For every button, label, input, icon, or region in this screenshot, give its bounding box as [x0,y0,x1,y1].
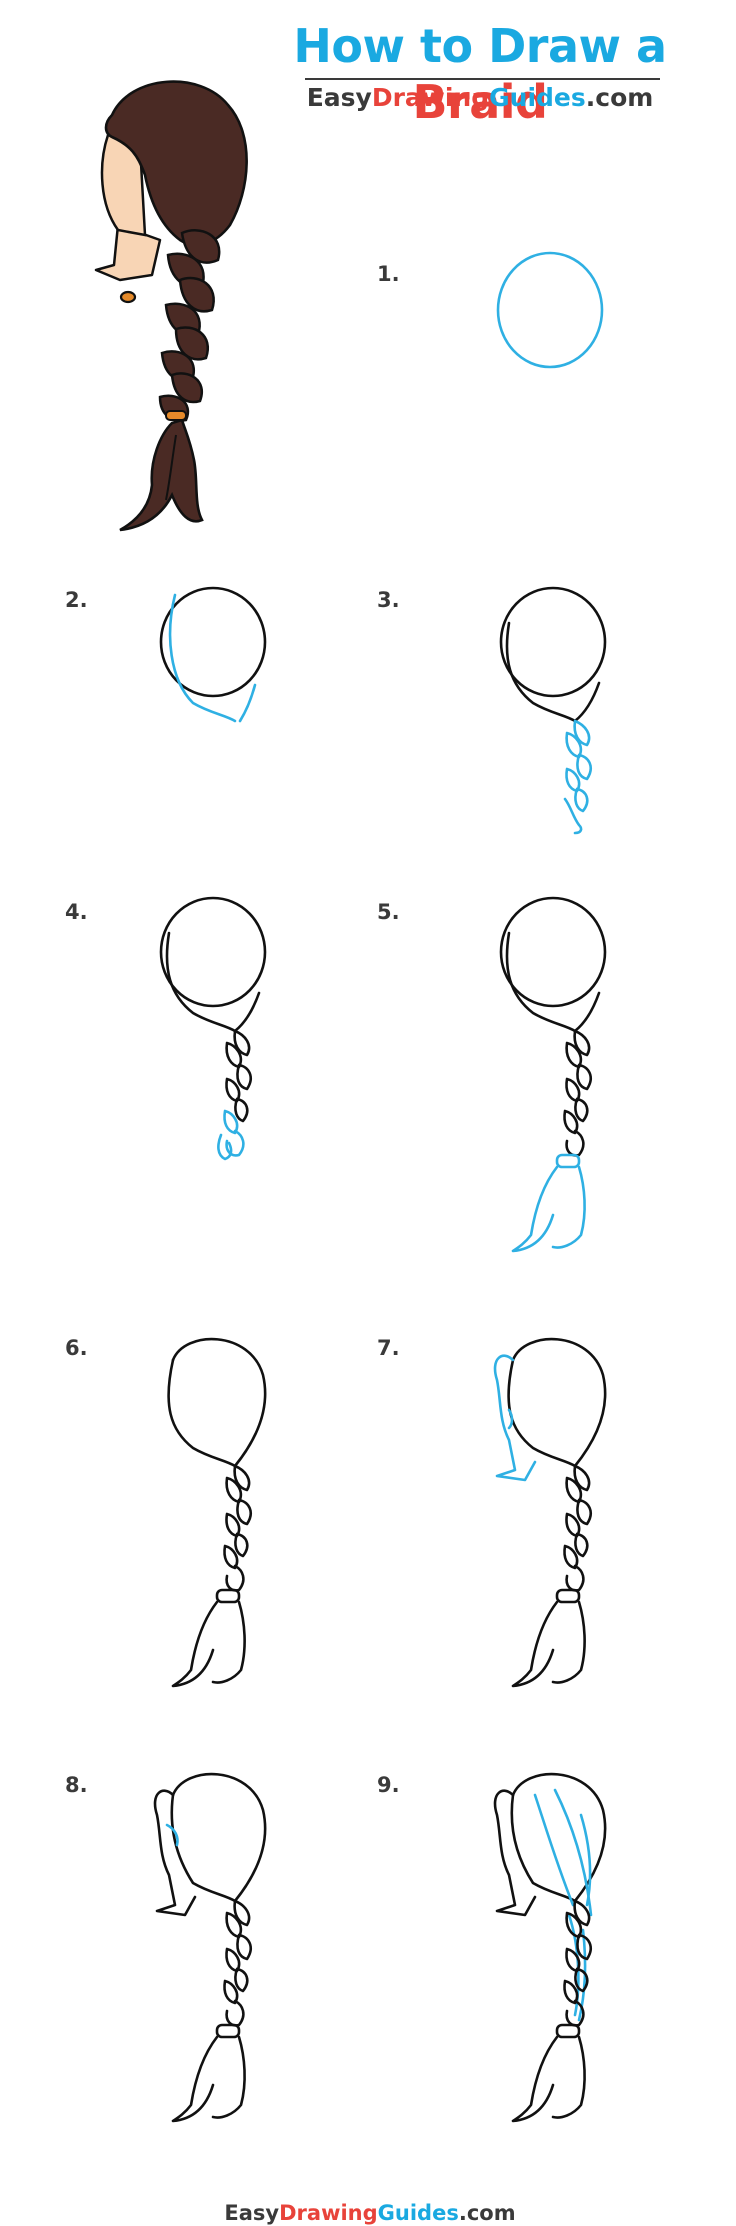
step-1-drawing [496,251,604,369]
braid-tail [119,418,204,532]
step-3-drawing [499,586,607,835]
brand-logo-bottom[interactable]: EasyDrawingGuides.com [224,2201,516,2225]
step-6-drawing [167,1337,267,1688]
step-8-label: 8. [65,1773,88,1797]
step-2-label: 2. [65,588,88,612]
step-4-drawing [159,896,267,1161]
step-9-label: 9. [377,1773,400,1797]
step-4-label: 4. [65,900,88,924]
hair-tie-band [165,410,187,421]
step-7-drawing [493,1337,607,1688]
step-7-label: 7. [377,1336,400,1360]
step-2-drawing [159,586,267,723]
title-divider [305,78,660,80]
finished-braid-illustration [94,80,248,532]
step-5-drawing [499,896,607,1253]
page-title: How to Draw a Braid [230,18,730,130]
step-5-label: 5. [377,900,400,924]
step-9-drawing [493,1772,607,2123]
title-highlight: Braid [412,75,548,129]
step-3-label: 3. [377,588,400,612]
brand-logo-top[interactable]: EasyDrawingGuides.com [306,83,654,112]
step-6-label: 6. [65,1336,88,1360]
step-8-drawing [153,1772,267,2123]
title-main: How to Draw a [293,19,667,73]
hair-tie [119,290,137,304]
step-1-label: 1. [377,262,400,286]
braid-guide [563,719,592,835]
braid-segments [158,229,221,422]
neck-shape [94,223,162,282]
face-shape [100,133,147,237]
